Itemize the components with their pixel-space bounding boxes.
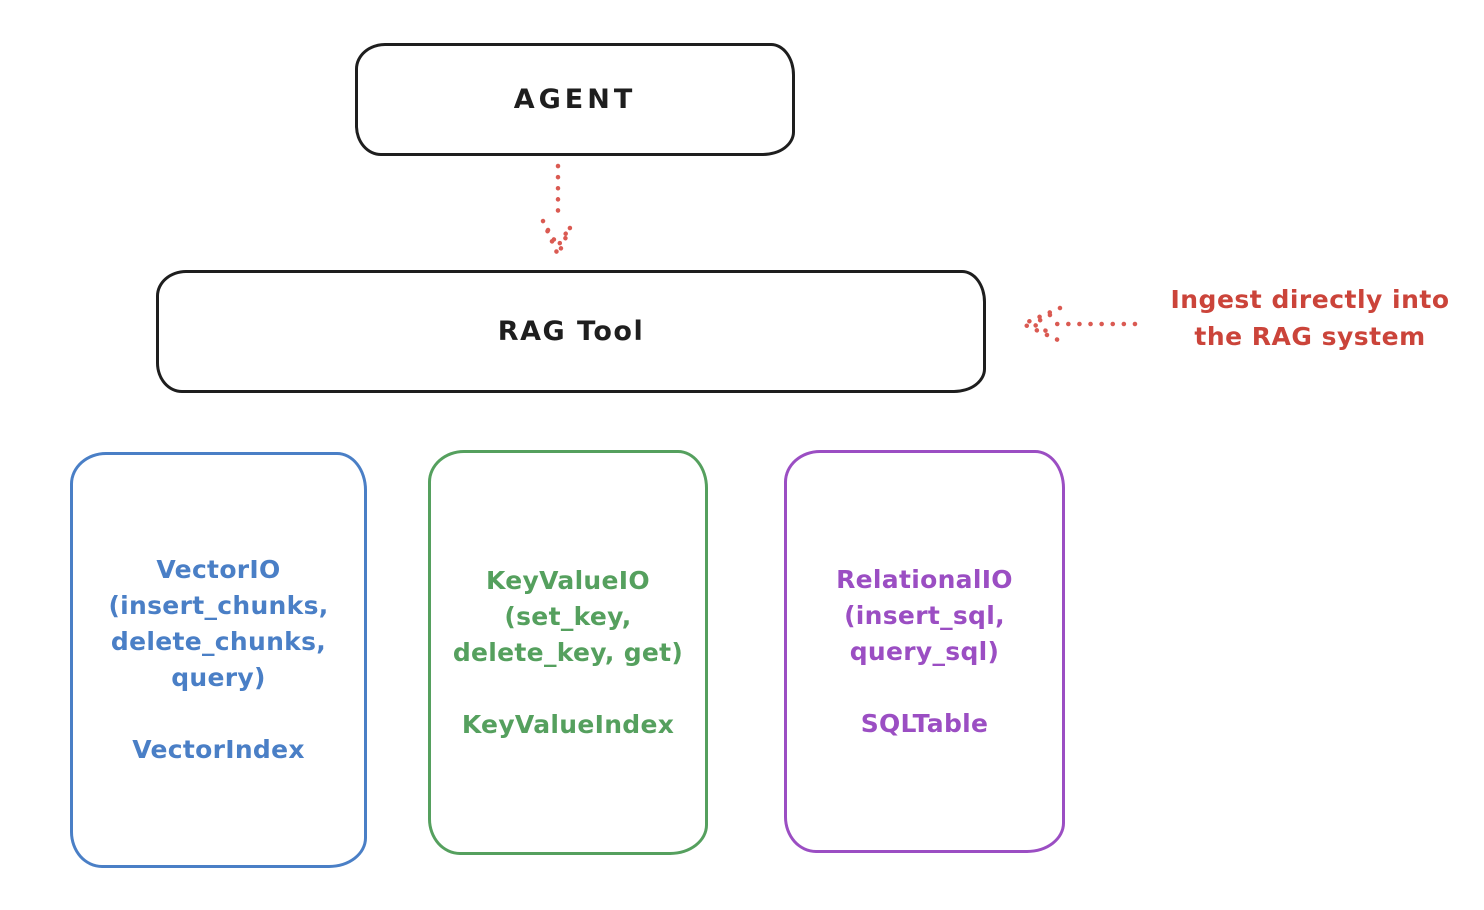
ingest-annotation-line1: Ingest directly into: [1170, 285, 1450, 314]
vector-io-line: delete_chunks,: [110, 627, 327, 656]
rag-tool-label: RAG Tool: [497, 316, 645, 347]
agent-node: AGENT: [355, 43, 795, 156]
relational-io-line: (insert_sql,: [844, 600, 1005, 630]
keyvalue-io-signature: KeyValueIO (set_key, delete_key, get): [453, 563, 683, 671]
keyvalue-io-node: KeyValueIO (set_key, delete_key, get) Ke…: [428, 450, 708, 855]
vector-io-line: query): [171, 663, 266, 692]
keyvalue-index-label: KeyValueIndex: [461, 709, 675, 739]
rag-tool-node: RAG Tool: [156, 270, 986, 393]
relational-io-line: query_sql): [849, 636, 1000, 666]
vector-index-label: VectorIndex: [132, 735, 305, 764]
vector-io-signature: VectorIO (insert_chunks, delete_chunks, …: [108, 552, 328, 696]
keyvalue-io-line: KeyValueIO: [486, 565, 650, 595]
vector-io-line: (insert_chunks,: [108, 591, 329, 620]
agent-to-rag-dotted-arrow-icon: [540, 163, 576, 261]
ingest-annotation-line2: the RAG system: [1194, 322, 1426, 351]
relational-io-line: RelationalIO: [836, 564, 1013, 594]
ingest-annotation-dotted-arrow-icon: [1017, 305, 1138, 343]
vector-io-line: VectorIO: [156, 555, 281, 584]
keyvalue-io-line: (set_key,: [504, 601, 632, 631]
vector-io-node: VectorIO (insert_chunks, delete_chunks, …: [70, 452, 367, 868]
agent-label: AGENT: [513, 84, 637, 115]
relational-io-signature: RelationalIO (insert_sql, query_sql): [836, 562, 1013, 670]
keyvalue-io-line: delete_key, get): [452, 637, 684, 667]
ingest-annotation: Ingest directly into the RAG system: [1145, 281, 1475, 355]
sql-table-label: SQLTable: [860, 708, 989, 738]
relational-io-node: RelationalIO (insert_sql, query_sql) SQL…: [784, 450, 1065, 853]
